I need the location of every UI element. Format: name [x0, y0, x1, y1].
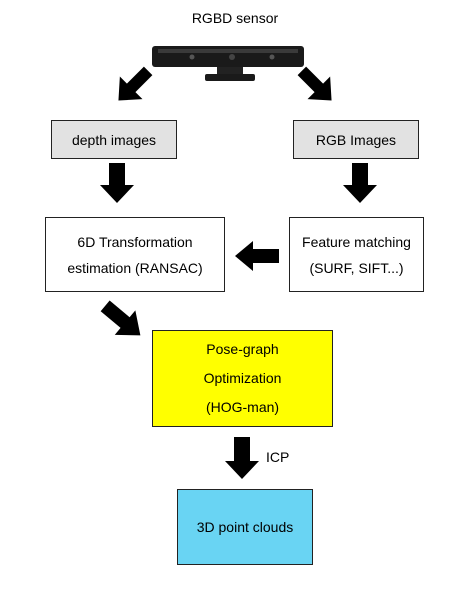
node-pose-graph-line2: Optimization	[203, 370, 282, 386]
node-rgb-images: RGB Images	[293, 120, 419, 159]
node-depth-images: depth images	[51, 120, 177, 159]
node-rgb-images-label: RGB Images	[315, 131, 397, 148]
node-6d-transformation: 6D Transformation estimation (RANSAC)	[45, 217, 225, 292]
node-pose-graph-line1: Pose-graph	[206, 341, 279, 357]
arrow-transform-to-posegraph	[100, 300, 141, 336]
arrow-posegraph-to-pointclouds	[225, 437, 259, 479]
arrow-sensor-to-rgb	[297, 66, 332, 101]
sensor-label: RGBD sensor	[191, 10, 279, 26]
node-depth-images-label: depth images	[71, 131, 157, 148]
node-6d-transformation-line1: 6D Transformation	[77, 233, 193, 250]
node-3d-point-clouds-label: 3D point clouds	[196, 519, 294, 535]
node-pose-graph-line3: (HOG-man)	[205, 399, 280, 415]
arrow-rgb-to-feature	[343, 163, 377, 203]
node-feature-matching-line2: (SURF, SIFT...)	[309, 259, 404, 276]
node-pose-graph-optimization: Pose-graph Optimization (HOG-man)	[152, 330, 333, 427]
arrow-depth-to-transform	[100, 163, 134, 203]
icp-label: ICP	[266, 449, 290, 465]
node-6d-transformation-line2: estimation (RANSAC)	[67, 259, 203, 276]
node-3d-point-clouds: 3D point clouds	[177, 489, 313, 565]
node-feature-matching: Feature matching (SURF, SIFT...)	[289, 217, 424, 292]
kinect-sensor-icon	[152, 46, 304, 81]
arrow-sensor-to-depth	[118, 66, 153, 101]
arrow-feature-to-transform	[235, 241, 279, 271]
node-feature-matching-line1: Feature matching	[302, 233, 411, 250]
